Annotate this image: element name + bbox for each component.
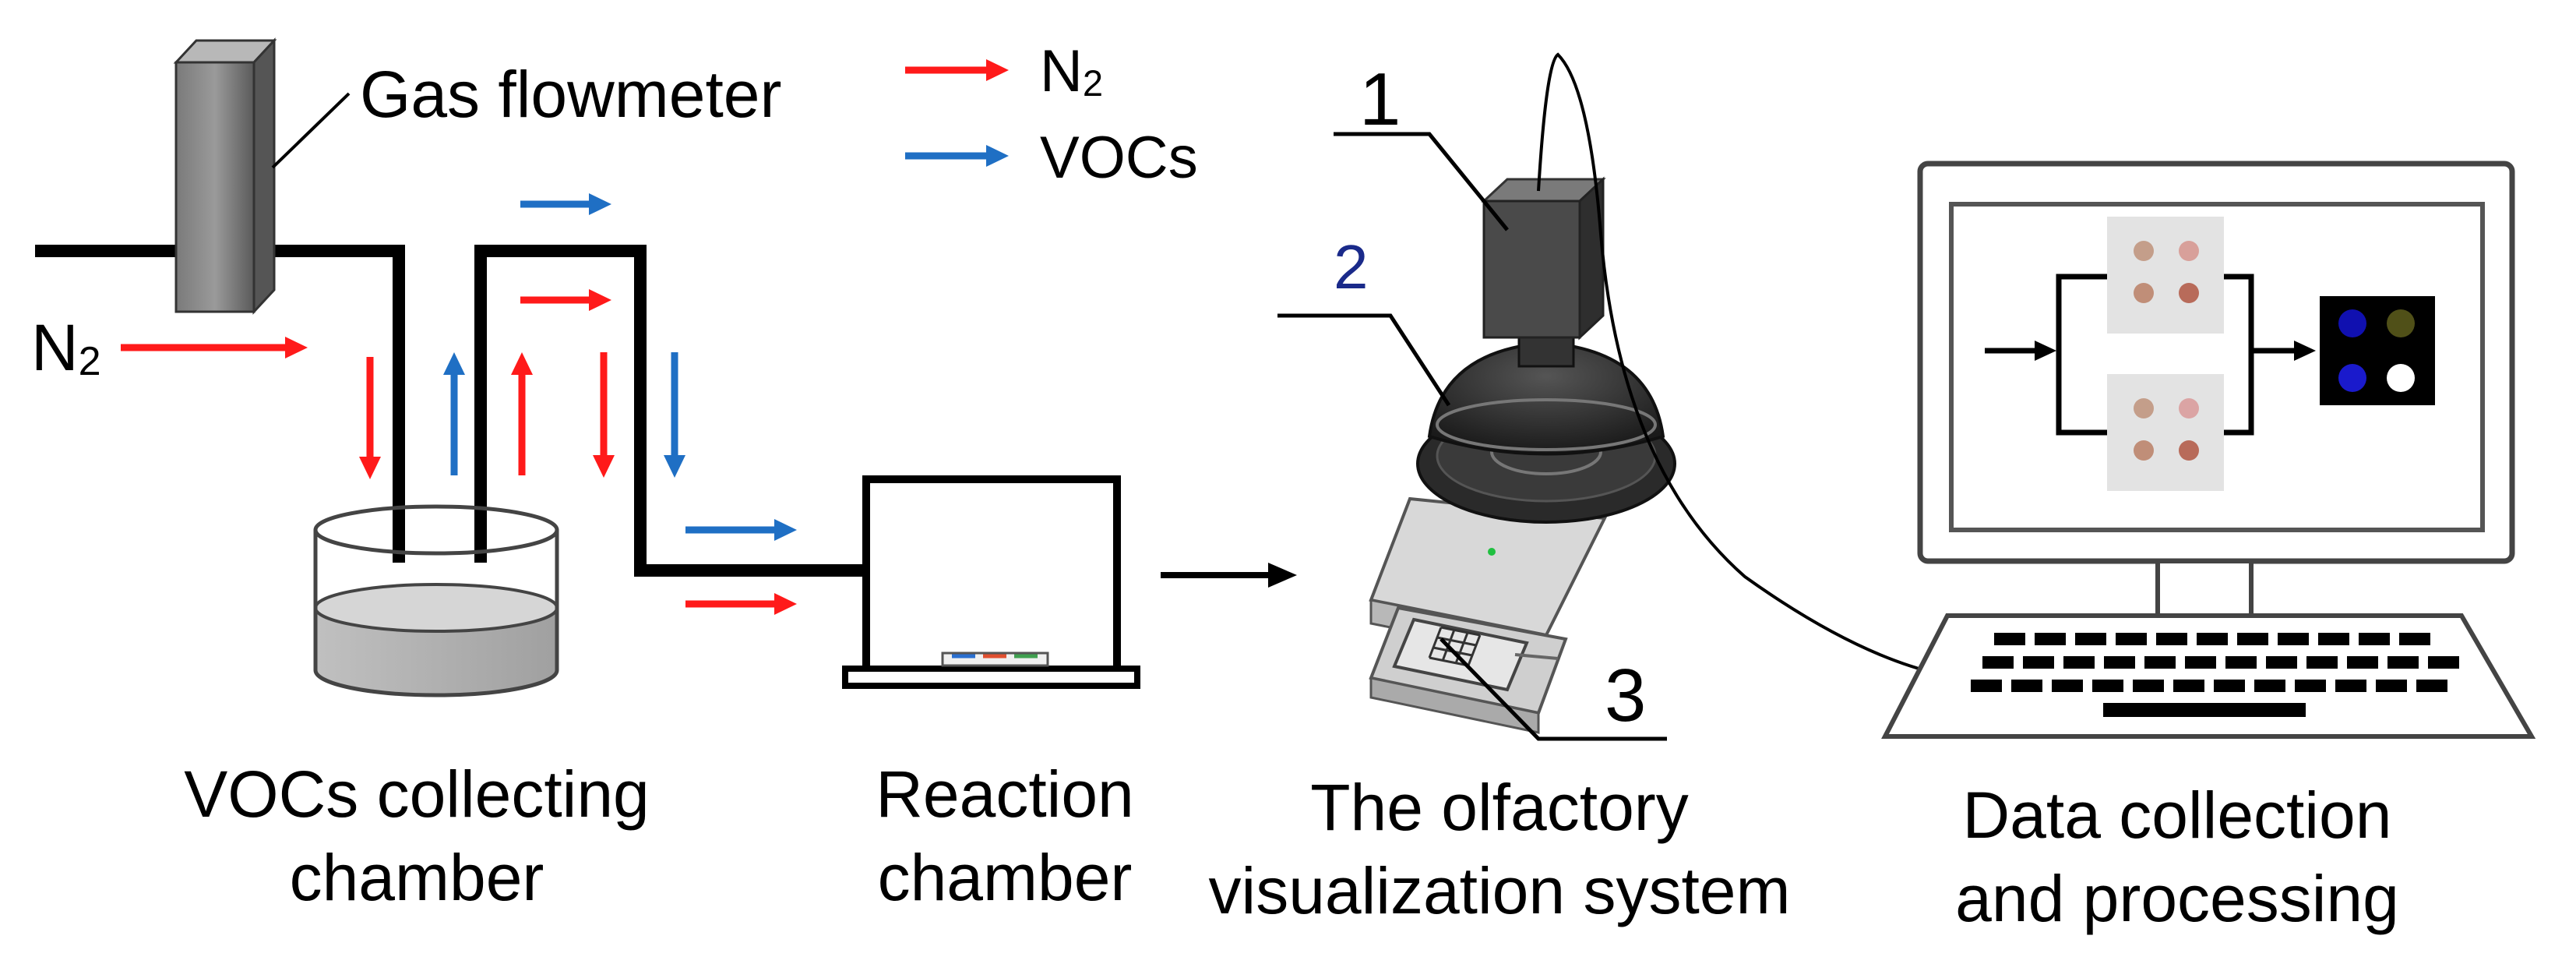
vocs-up-arrow-beaker	[443, 352, 465, 475]
flowmeter-side	[252, 37, 276, 315]
result-spot-1	[2338, 309, 2366, 337]
callout-3-line	[1440, 637, 1667, 741]
reaction-chamber-base	[842, 666, 1140, 689]
result-spot-4	[2387, 364, 2415, 392]
screen-output-arrow	[2251, 341, 2316, 361]
sensor-spots	[2134, 241, 2415, 461]
reaction-chamber-label-line2: chamber	[878, 841, 1133, 914]
result-spot-2	[2387, 309, 2415, 337]
part-callouts	[1277, 132, 1667, 741]
sensor-array-top-panel	[2107, 217, 2224, 334]
reaction-chamber-box	[862, 475, 1121, 684]
sensor-array-bottom-spot-4	[2179, 440, 2199, 461]
reaction-chamber-label: Reaction	[876, 757, 1134, 831]
beaker-rim	[313, 504, 559, 556]
callout-1-line	[1334, 132, 1509, 231]
olfactory-device	[1369, 52, 1940, 734]
vocs-right-arrow-bottom	[685, 519, 797, 541]
n2-right-arrow-top	[520, 289, 611, 311]
keyboard-spacebar	[2103, 703, 2306, 717]
sensor-array-top-spot-1	[2134, 241, 2154, 261]
device-camera-side	[1578, 176, 1605, 341]
collecting-chamber-label-line2: chamber	[290, 841, 544, 914]
sensor-array-top-spot-4	[2179, 283, 2199, 303]
screen-branch-right	[2212, 274, 2254, 436]
transfer-arrow	[1161, 563, 1297, 588]
olfactory-system-label: The olfactory	[1310, 771, 1689, 844]
device-green-dot	[1488, 548, 1496, 556]
gas-pipes	[35, 245, 866, 577]
legend-vocs-arrow	[905, 145, 1009, 167]
sensor-array-bottom-panel	[2107, 374, 2224, 491]
data-processing-label: Data collection	[1963, 779, 2392, 852]
outlet-pipe	[474, 245, 866, 577]
keyboard	[1881, 613, 2536, 739]
monitor-neck	[2155, 559, 2254, 618]
sensor-array-top-spot-3	[2134, 283, 2154, 303]
legend-n2-arrow	[905, 59, 1009, 81]
sensor-array-bottom-spot-2	[2179, 398, 2199, 418]
n2-up-arrow-beaker	[511, 352, 533, 475]
flow-arrows	[359, 193, 797, 615]
device-sensor-grid	[1428, 626, 1482, 667]
vocs-collecting-beaker	[313, 504, 559, 697]
n2-inlet-label: N2	[31, 311, 101, 384]
screen-input-arrow	[1985, 341, 2056, 361]
olfactory-system-label-line2: visualization system	[1209, 854, 1791, 927]
legend: N2 VOCs	[905, 38, 1198, 191]
collecting-chamber-label: VOCs collecting	[184, 757, 650, 831]
device-slide-window	[1392, 617, 1529, 692]
result-panel	[2320, 296, 2435, 405]
keyboard-keys	[1971, 633, 2459, 717]
data-processing-label-line2: and processing	[1955, 862, 2399, 935]
device-slide-tray-front	[1369, 676, 1540, 734]
vocs-right-arrow-top	[520, 193, 611, 215]
device-pin	[1514, 653, 1559, 660]
sensor-array-bottom-spot-1	[2134, 398, 2154, 418]
part-label-1: 1	[1359, 58, 1401, 141]
n2-inlet-arrow	[121, 337, 308, 358]
part-label-2: 2	[1334, 232, 1369, 302]
n2-right-arrow-bottom	[685, 593, 797, 615]
computer	[1881, 161, 2536, 739]
device-dome-band	[1436, 398, 1657, 451]
screen-content	[1985, 217, 2435, 491]
gas-flowmeter	[173, 37, 351, 315]
sensor-array-top-spot-2	[2179, 241, 2199, 261]
vocs-down-arrow-side	[664, 352, 685, 478]
result-spot-3	[2338, 364, 2366, 392]
flowmeter-front	[174, 61, 255, 313]
inlet-pipe	[35, 245, 405, 563]
flowmeter-leader-line	[271, 92, 351, 169]
n2-down-arrow-beaker	[359, 357, 381, 479]
beaker-wall	[313, 530, 559, 697]
n2-down-arrow-side	[593, 352, 615, 478]
part-label-3: 3	[1605, 654, 1646, 737]
device-cable	[1537, 52, 1940, 676]
beaker-liquid-surface	[314, 583, 559, 633]
callout-2-line	[1277, 313, 1451, 407]
reaction-chamber	[842, 475, 1140, 689]
legend-n2-label: N2	[1040, 38, 1103, 104]
legend-vocs-label: VOCs	[1040, 125, 1198, 191]
screen-branch-left	[2056, 274, 2107, 436]
gas-flowmeter-label: Gas flowmeter	[360, 58, 782, 131]
sensor-array-bottom-spot-3	[2134, 440, 2154, 461]
